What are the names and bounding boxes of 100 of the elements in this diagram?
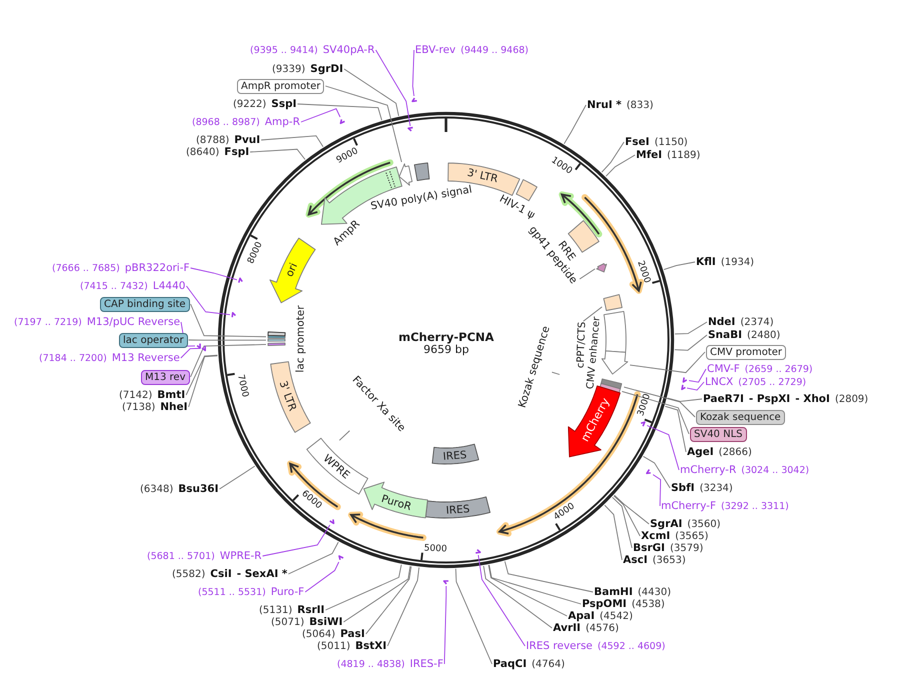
enzyme-name: NdeI — [708, 316, 736, 328]
site-position: (1934) — [720, 256, 754, 268]
tick-label: 3000 — [635, 392, 654, 418]
enzyme-name: KflI — [696, 256, 716, 268]
primer-name: Amp-R — [264, 116, 300, 128]
feature-name: IRES — [445, 502, 470, 516]
leader-line — [642, 456, 670, 488]
primer-position: (9395 .. 9414) — [250, 44, 318, 56]
plasmid-size: 9659 bp — [424, 344, 469, 356]
site-position: (4764) — [532, 658, 565, 670]
leader-line — [664, 406, 686, 452]
site-position: (833) — [626, 98, 654, 112]
enzyme-name: MfeI — [636, 148, 662, 162]
leader-line — [613, 495, 640, 536]
enzyme-name: SspI — [271, 98, 297, 110]
leader-line — [365, 566, 412, 634]
leader-line — [412, 50, 414, 96]
site-position: (1189) — [667, 148, 700, 162]
leader-line — [564, 104, 586, 144]
leader-line — [624, 386, 696, 418]
leader-line — [190, 344, 266, 378]
leader-line — [663, 262, 696, 270]
leader-line — [325, 86, 402, 162]
leader-line — [444, 586, 447, 664]
leader-line — [604, 504, 622, 560]
primer-name: L4440 — [152, 280, 186, 292]
leader-line — [375, 50, 411, 126]
site-position: (3560) — [687, 518, 721, 530]
leader-line — [579, 268, 596, 280]
enzyme-name: SgrDI — [310, 62, 344, 76]
tick-label: 5000 — [424, 542, 448, 556]
primer-name: EBV-rev — [415, 44, 456, 56]
leader-line — [488, 564, 568, 616]
primer-position: (3024 .. 3042) — [741, 464, 810, 476]
leader-line — [190, 268, 238, 280]
site-position: (3234) — [700, 482, 733, 494]
leader-line — [188, 355, 218, 408]
site-position: (4576) — [586, 622, 619, 634]
leader-line — [667, 398, 702, 402]
leader-line — [219, 466, 256, 490]
feature-label: CMV promoter — [706, 344, 786, 360]
enzyme-name: BsiWI — [309, 616, 343, 628]
leader-line — [297, 104, 382, 121]
feature-label: lac operator — [119, 332, 188, 348]
feature-label: M13 rev — [141, 370, 190, 384]
primer-name: SV40pA-R — [322, 44, 375, 56]
leader-line — [190, 304, 266, 338]
site-position: (1150) — [654, 136, 688, 148]
site-position: (2480) — [747, 328, 780, 342]
leader-line — [688, 368, 706, 383]
leader-line — [483, 565, 552, 628]
site-position: (4542) — [600, 610, 633, 622]
tick-label: 8000 — [246, 240, 266, 266]
primer-name: LNCX — [705, 376, 734, 388]
leader-line — [300, 108, 341, 122]
site-position: (8788) — [196, 134, 230, 146]
site-position: (2374) — [740, 316, 774, 328]
feature-name: SV40 poly(A) signal — [370, 184, 474, 212]
enzyme-name: BsrGI — [633, 542, 665, 554]
enzyme-name: PaeR7I — [703, 392, 744, 406]
leader-line — [582, 306, 602, 322]
leader-line — [180, 348, 200, 358]
feature-name: 3' LTR — [276, 380, 299, 414]
primer-position: (4592 .. 4609) — [598, 640, 666, 652]
enzyme-name: - XhoI — [795, 392, 830, 406]
site-position: (2866) — [718, 446, 752, 458]
leader-line — [288, 542, 339, 574]
leader-line — [630, 352, 706, 374]
enzyme-name: PasI — [340, 628, 365, 640]
enzyme-name: - SexAI * — [236, 568, 288, 580]
primer-name: IRES-F — [410, 658, 444, 670]
enzyme-name: AscI — [623, 554, 648, 566]
leader-line — [343, 566, 411, 622]
site-position: (9222) — [233, 98, 266, 110]
leader-line — [260, 135, 324, 148]
leader-line — [614, 494, 650, 524]
site-position: (5064) — [302, 628, 336, 640]
site-position: (5071) — [271, 616, 304, 628]
primer-name: pBR322ori-F — [124, 262, 190, 274]
leader-line — [186, 354, 218, 396]
enzyme-name: RsrII — [297, 604, 325, 616]
feature-name: PuroR — [380, 492, 414, 513]
feature-name: ori — [284, 261, 300, 279]
site-position: (7138) — [122, 400, 156, 414]
site-position: (5011) — [317, 640, 350, 652]
primer-position: (5681 .. 5701) — [147, 550, 215, 562]
enzyme-name: ApaI — [568, 610, 595, 622]
leader-line — [488, 564, 582, 604]
enzyme-name: AgeI — [687, 446, 714, 458]
primer-name: mCherry-F — [661, 500, 716, 512]
primer-position: (8968 .. 8987) — [192, 116, 260, 128]
enzyme-name: PaqCI — [493, 658, 527, 670]
enzyme-name: BstXI — [355, 640, 387, 652]
primer-name: CMV-F — [707, 362, 740, 376]
leader-line — [612, 496, 632, 548]
site-position: (3653) — [652, 554, 686, 566]
leader-line — [674, 322, 708, 334]
leader-line — [304, 562, 340, 592]
enzyme-name: PspOMI — [582, 598, 627, 610]
leader-line — [250, 148, 306, 160]
